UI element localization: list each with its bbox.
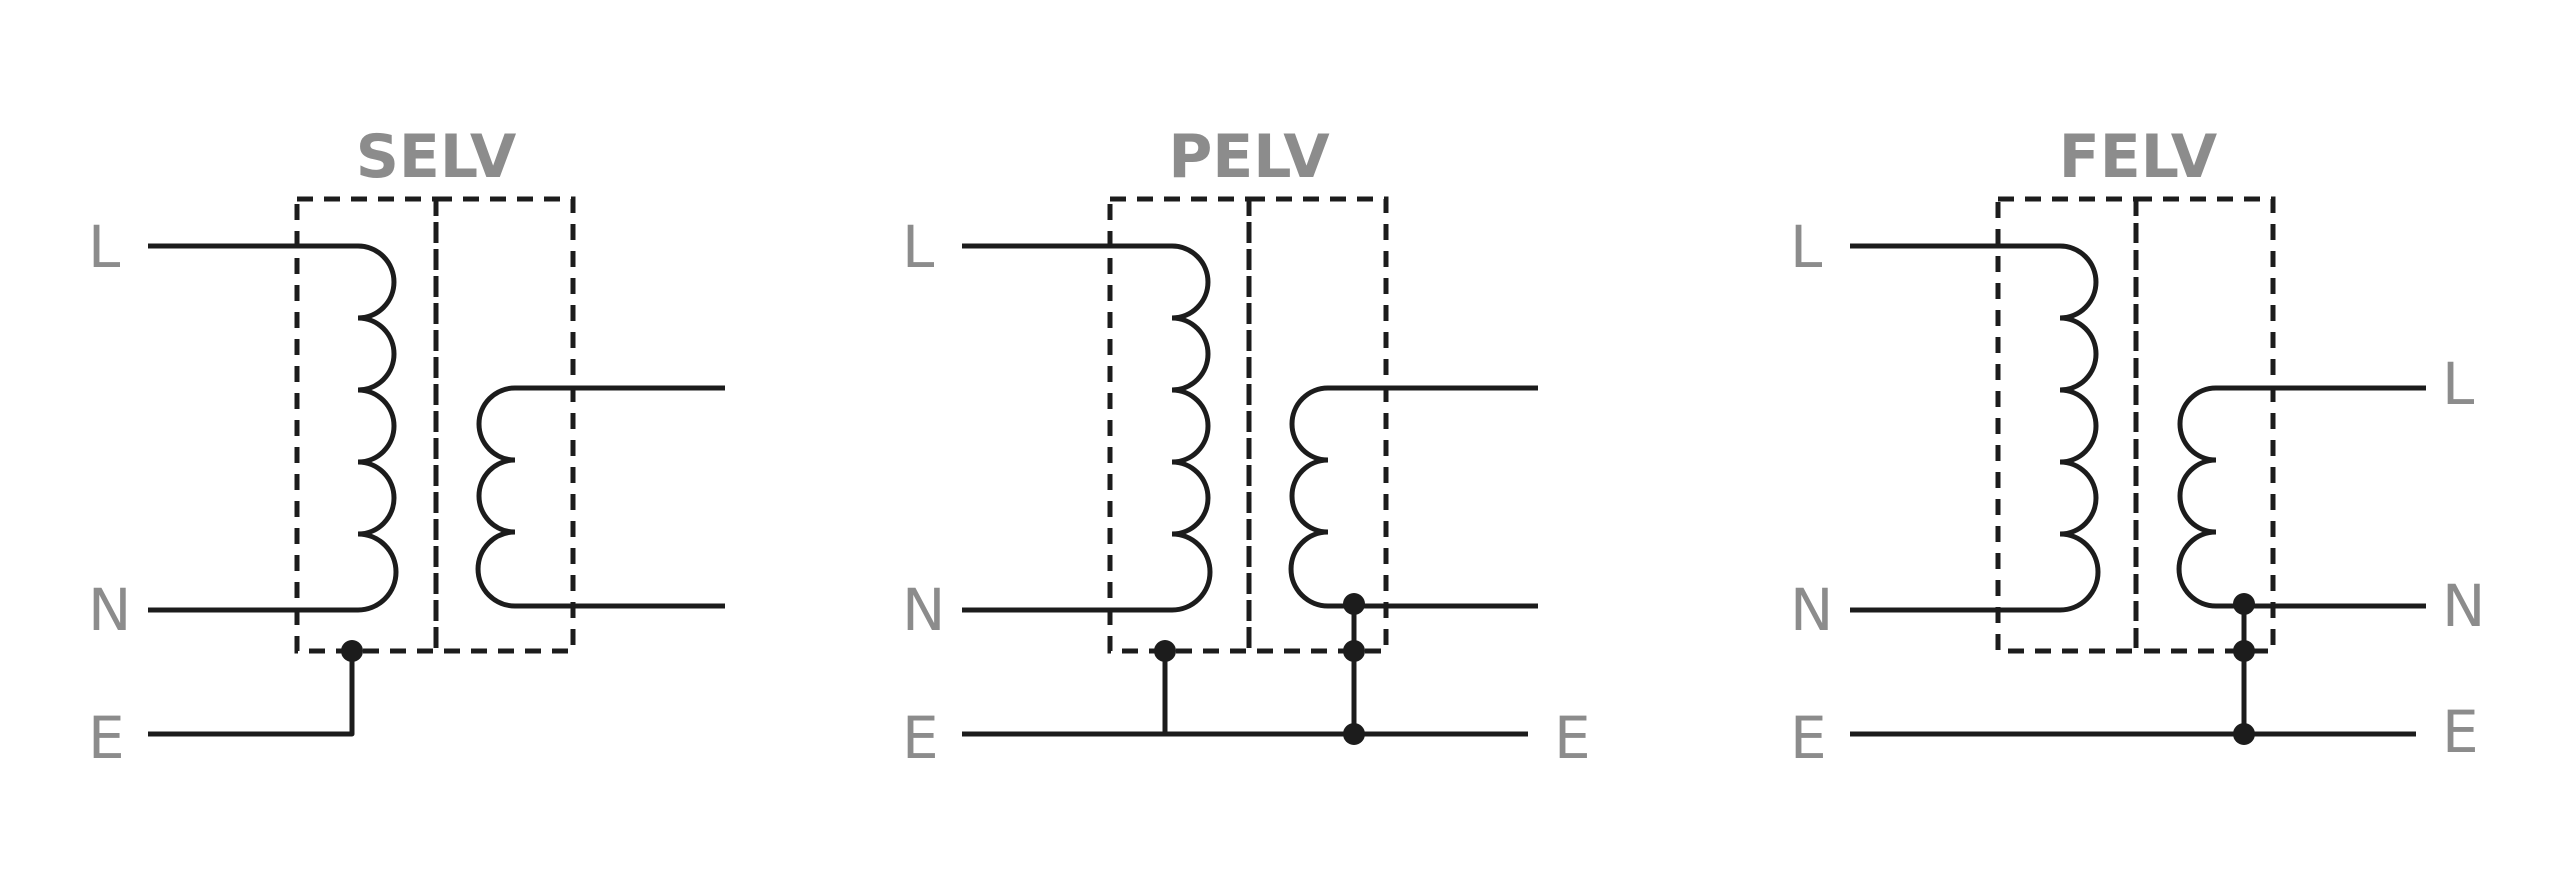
felv-output-earth-label: E <box>2442 698 2479 766</box>
selv-input-line-label: L <box>88 213 120 281</box>
selv-input-neutral-label: N <box>88 576 131 644</box>
pelv-title: PELV <box>1168 122 1330 192</box>
selv-input-earth-label: E <box>88 704 125 772</box>
selv-isolation-frame-primary <box>294 196 439 654</box>
felv-earth-junction <box>2233 723 2255 745</box>
felv-output-neutral-label: N <box>2442 572 2485 640</box>
pelv-output-earth-label: E <box>1554 704 1591 772</box>
selv-secondary-coil <box>475 385 516 609</box>
felv-input-line-label: L <box>1790 213 1822 281</box>
pelv-secondary-coil <box>1288 385 1329 609</box>
selv-earth-wire <box>148 651 355 737</box>
felv-frame-secondary-junction <box>2233 640 2255 662</box>
pelv-input-line-label: L <box>902 213 934 281</box>
pelv-isolation-frame-secondary <box>1246 196 1389 654</box>
selv-isolation-frame-secondary <box>433 196 576 654</box>
pelv-frame-earth-junction <box>1154 640 1176 662</box>
pelv-earth-junction <box>1343 723 1365 745</box>
selv-title: SELV <box>356 122 517 192</box>
felv-isolation-frame-primary <box>1995 196 2139 654</box>
felv-secondary-coil <box>2176 385 2217 609</box>
felv-output-line-label: L <box>2442 350 2474 418</box>
pelv-neutral-junction <box>1343 593 1365 615</box>
felv-title: FELV <box>2059 122 2218 192</box>
selv-diagram: SELV L N E <box>88 122 725 772</box>
felv-primary-coil <box>2059 243 2101 613</box>
pelv-frame-secondary-junction <box>1343 640 1365 662</box>
felv-diagram: FELV L N E L N E <box>1790 122 2485 772</box>
pelv-input-earth-label: E <box>902 704 939 772</box>
felv-input-neutral-label: N <box>1790 576 1833 644</box>
pelv-diagram: PELV L N E E <box>902 122 1591 772</box>
selv-frame-earth-junction <box>341 640 363 662</box>
pelv-primary-coil <box>1171 243 1213 613</box>
felv-neutral-junction <box>2233 593 2255 615</box>
felv-input-earth-label: E <box>1790 704 1827 772</box>
selv-primary-coil <box>357 243 399 613</box>
pelv-input-neutral-label: N <box>902 576 945 644</box>
pelv-isolation-frame-primary <box>1107 196 1252 654</box>
felv-isolation-frame-secondary <box>2133 196 2276 654</box>
